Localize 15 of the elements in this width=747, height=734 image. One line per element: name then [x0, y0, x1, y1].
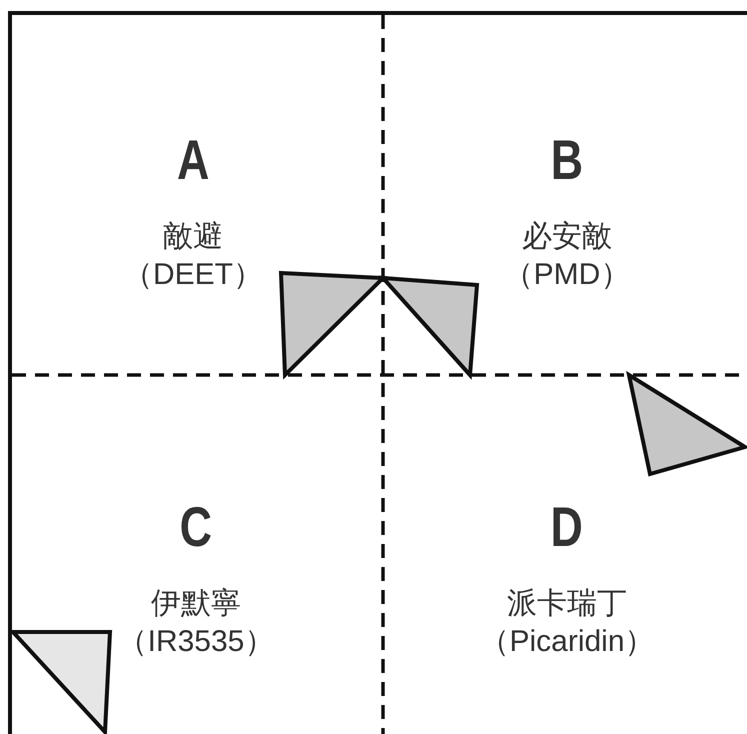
- quadrant-letter: A: [176, 128, 210, 192]
- repellent-name: （DEET）: [123, 257, 263, 293]
- repellent-name: 敵避: [163, 219, 223, 255]
- repellent-name: （PMD）: [504, 257, 630, 293]
- quadrant-letter: D: [550, 495, 584, 559]
- triangle: [378, 276, 480, 380]
- repellent-name: （Picaridin）: [479, 624, 655, 660]
- triangle: [278, 270, 388, 380]
- repellent-name: （IR3535）: [118, 624, 274, 660]
- quadrant-letter: C: [180, 495, 212, 559]
- quadrant-letter: B: [550, 128, 584, 192]
- triangle: [626, 370, 747, 476]
- repellent-name: 必安敵: [522, 219, 612, 255]
- repellent-name: 伊默寧: [151, 586, 241, 622]
- repellent-name: 派卡瑞丁: [507, 586, 627, 622]
